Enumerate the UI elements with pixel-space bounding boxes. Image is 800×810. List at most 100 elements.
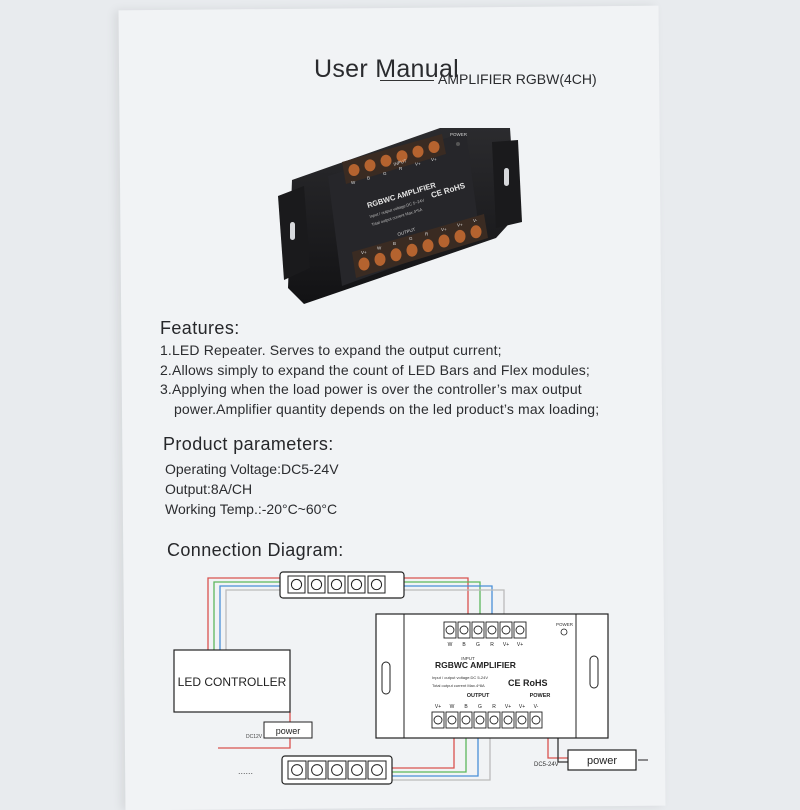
photo-bottom-terminal: [470, 225, 482, 239]
amp-spec-1: Input / output voltage:DC 5-24V: [432, 675, 488, 680]
photo-bottom-terminal: [422, 239, 434, 253]
amp-cert: CE RoHS: [508, 678, 548, 688]
mount-slot-right: [504, 168, 509, 186]
photo-bottom-terminal-label: W: [377, 245, 382, 250]
led-chip-lens: [370, 578, 383, 591]
manual-subtitle: AMPLIFIER RGBW(4CH): [438, 71, 597, 87]
led-chip-lens: [351, 764, 363, 776]
amp-bottom-terminal: [431, 711, 445, 729]
photo-bottom-terminal: [438, 234, 450, 248]
led-chip-lens: [310, 578, 323, 591]
amp-top-terminal-label: V+: [503, 642, 509, 648]
photo-output-label: OUTPUT: [397, 227, 416, 237]
amp-bottom-terminal: [515, 711, 529, 729]
amp-output-label: OUTPUT: [467, 693, 490, 699]
features-list: 1.LED Repeater. Serves to expand the out…: [160, 341, 599, 419]
amp-bottom-screw: [433, 715, 443, 725]
photo-top-terminal-label: V+: [415, 162, 421, 167]
led-controller-box: [173, 649, 291, 713]
feature-item-1: 1.LED Repeater. Serves to expand the out…: [160, 342, 502, 358]
amp-top-terminal-label: R: [490, 642, 494, 648]
led-chip-lens: [350, 578, 363, 591]
photo-bottom-terminal-label: R: [425, 232, 429, 237]
manual-title: User Manual: [314, 54, 460, 83]
photo-top-terminal-label: V+: [431, 157, 437, 162]
features-heading: Features:: [160, 318, 240, 338]
led-chip: [307, 575, 326, 594]
photo-top-terminal: [364, 159, 376, 172]
amp-top-terminal: [513, 621, 527, 639]
amp-bottom-screw: [461, 715, 471, 725]
photo-bottom-terminal: [374, 252, 386, 266]
photo-top-terminal: [396, 150, 408, 163]
led-chip-lens: [371, 764, 383, 776]
amp-bottom-terminal-label: V+: [519, 704, 525, 710]
amp-slot-left: [381, 661, 391, 695]
param-output: Output:8A/CH: [165, 481, 253, 497]
controller-power-label: power: [276, 726, 301, 736]
led-chip: [287, 575, 306, 594]
amp-top-screw: [515, 625, 525, 635]
amp-top-screw: [501, 625, 511, 635]
feature-item-2: 2.Allows simply to expand the count of L…: [160, 361, 590, 378]
photo-top-terminal-label: G: [383, 171, 387, 176]
amp-bottom-screw: [475, 715, 485, 725]
photo-bottom-terminal: [454, 229, 466, 243]
amp-bottom-terminal-label: B: [464, 704, 468, 710]
parameters-heading: Product parameters:: [163, 434, 334, 454]
amp-top-terminal: [471, 621, 485, 639]
photo-top-terminal-label: R: [399, 166, 403, 171]
amp-bottom-screw: [489, 715, 499, 725]
diagram-heading: Connection Diagram:: [167, 540, 344, 560]
amp-title: RGBWC AMPLIFIER: [435, 660, 516, 670]
param-temp: Working Temp.:-20°C~60°C: [165, 501, 338, 517]
amp-bottom-terminal-label: V-: [534, 704, 539, 710]
led-chip-lens: [331, 764, 343, 776]
amp-slot-right: [589, 655, 599, 689]
subtitle-rule: [380, 80, 434, 81]
amp-bottom-terminal: [501, 711, 515, 729]
photo-top-terminal: [412, 145, 424, 158]
photo-bottom-terminal: [390, 248, 402, 262]
controller-power-box: [263, 721, 313, 739]
led-chip: [287, 760, 307, 780]
amp-power-box: [567, 749, 637, 771]
photo-power-label: POWER: [450, 132, 468, 137]
photo-bottom-terminal-label: V+: [361, 250, 367, 255]
photo-power-led: [456, 142, 460, 146]
amp-dc-label: DC5-24V: [534, 762, 559, 768]
led-chip: [347, 575, 366, 594]
parameters-list: Operating Voltage:DC5-24V Output:8A/CH W…: [165, 459, 339, 519]
led-chip: [307, 760, 327, 780]
amp-bottom-terminal-label: V+: [435, 704, 441, 710]
amp-power-led: [560, 628, 568, 636]
amp-bottom-terminal-label: R: [492, 704, 496, 710]
photo-bottom-terminal-label: V+: [457, 222, 463, 227]
amp-bottom-terminal: [529, 711, 543, 729]
photo-top-terminal: [428, 141, 440, 153]
led-chip: [347, 760, 367, 780]
led-chip-lens: [330, 578, 343, 591]
amp-power-label: power: [587, 755, 617, 767]
amp-top-terminal-label: B: [462, 642, 466, 648]
led-chip: [367, 760, 387, 780]
photo-bottom-terminal-label: G: [409, 236, 413, 241]
led-bar-top: [279, 571, 405, 599]
led-bar-bottom: [281, 755, 393, 785]
led-chip: [327, 760, 347, 780]
led-chip-lens: [291, 764, 303, 776]
diagram-dots: ......: [238, 766, 253, 776]
amp-bottom-terminal-label: G: [478, 704, 482, 710]
amp-bottom-screw: [531, 715, 541, 725]
feature-item-3: 3.Applying when the load power is over t…: [160, 381, 582, 397]
amp-bottom-terminal: [445, 711, 459, 729]
amp-spec-2: Total output current Max.4*8A: [432, 683, 485, 688]
photo-bottom-terminal-label: V-: [473, 218, 478, 223]
led-chip: [327, 575, 346, 594]
photo-top-terminal: [380, 154, 392, 167]
led-chip-lens: [311, 764, 323, 776]
